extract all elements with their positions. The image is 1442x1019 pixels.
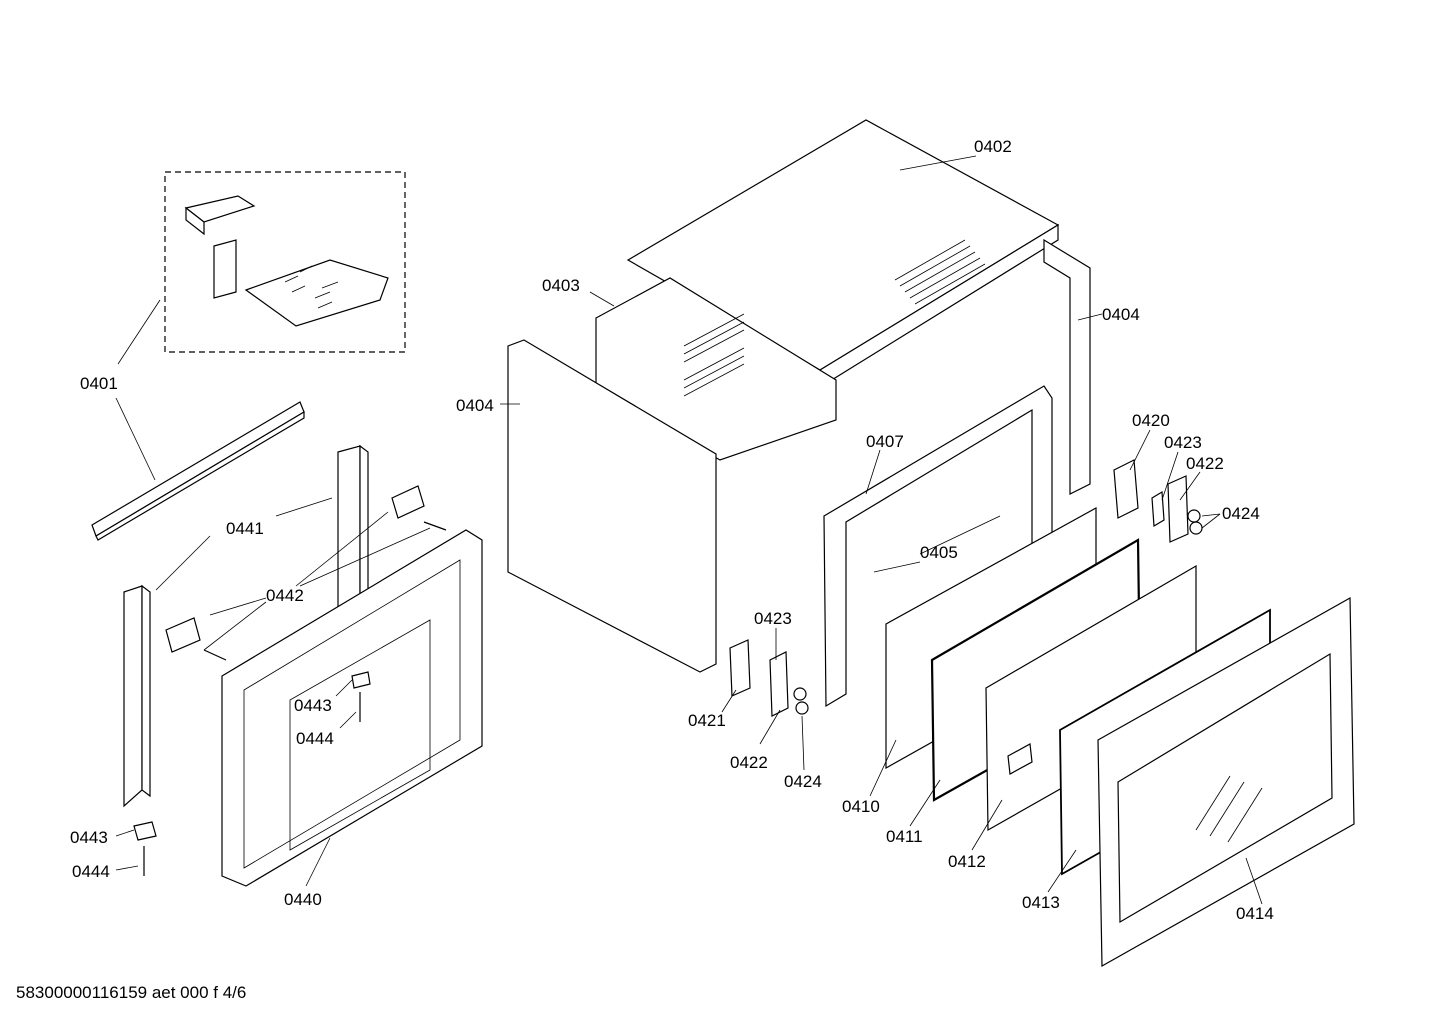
front-frame-0407 (823, 385, 1053, 708)
callout-0443-frame: 0443 (294, 696, 332, 715)
callout-0443-left: 0443 (70, 828, 108, 847)
callout-0423-right: 0423 (1164, 433, 1202, 452)
fastener-set (133, 671, 371, 876)
door-panel-0414 (1097, 596, 1355, 968)
leader-lines (115, 155, 1263, 905)
callout-0422-left: 0422 (730, 753, 768, 772)
drawing-reference: 58300000116159 aet 000 f 4/6 (16, 983, 246, 1002)
callout-0420: 0420 (1132, 411, 1170, 430)
callout-0404-right: 0404 (1102, 305, 1140, 324)
callout-0441: 0441 (226, 519, 264, 538)
callout-0423-left: 0423 (754, 609, 792, 628)
callout-0401: 0401 (80, 374, 118, 393)
callout-0440: 0440 (284, 890, 322, 909)
callout-0412: 0412 (948, 852, 986, 871)
slide-rail-0401 (91, 401, 305, 541)
callout-0424-left: 0424 (784, 772, 822, 791)
callout-0442: 0442 (266, 586, 304, 605)
hinge-left (729, 639, 809, 717)
callout-labels: 0401 0402 0403 0404 0404 0407 0405 0420 … (70, 137, 1274, 923)
callout-0422-right: 0422 (1186, 454, 1224, 473)
callout-0407: 0407 (866, 432, 904, 451)
callout-0414: 0414 (1236, 904, 1274, 923)
callout-0424-right: 0424 (1222, 504, 1260, 523)
back-wall-0403 (595, 277, 837, 461)
side-panel-0404-left (507, 339, 717, 673)
callout-0413: 0413 (1022, 893, 1060, 912)
callout-0444-frame: 0444 (296, 729, 334, 748)
bracket-0442 (165, 485, 447, 661)
callout-0405: 0405 (920, 543, 958, 562)
callout-0404-left: 0404 (456, 396, 494, 415)
callout-0403: 0403 (542, 276, 580, 295)
accessory-kit-0401 (164, 171, 406, 353)
callout-0402: 0402 (974, 137, 1012, 156)
callout-0421: 0421 (688, 711, 726, 730)
oven-frame-0440 (221, 529, 483, 887)
top-cover-0402 (626, 119, 1060, 388)
callout-0411: 0411 (886, 827, 923, 846)
side-panel-0404-right (1043, 238, 1091, 495)
callout-0444-left: 0444 (72, 862, 110, 881)
callout-0410: 0410 (842, 797, 880, 816)
